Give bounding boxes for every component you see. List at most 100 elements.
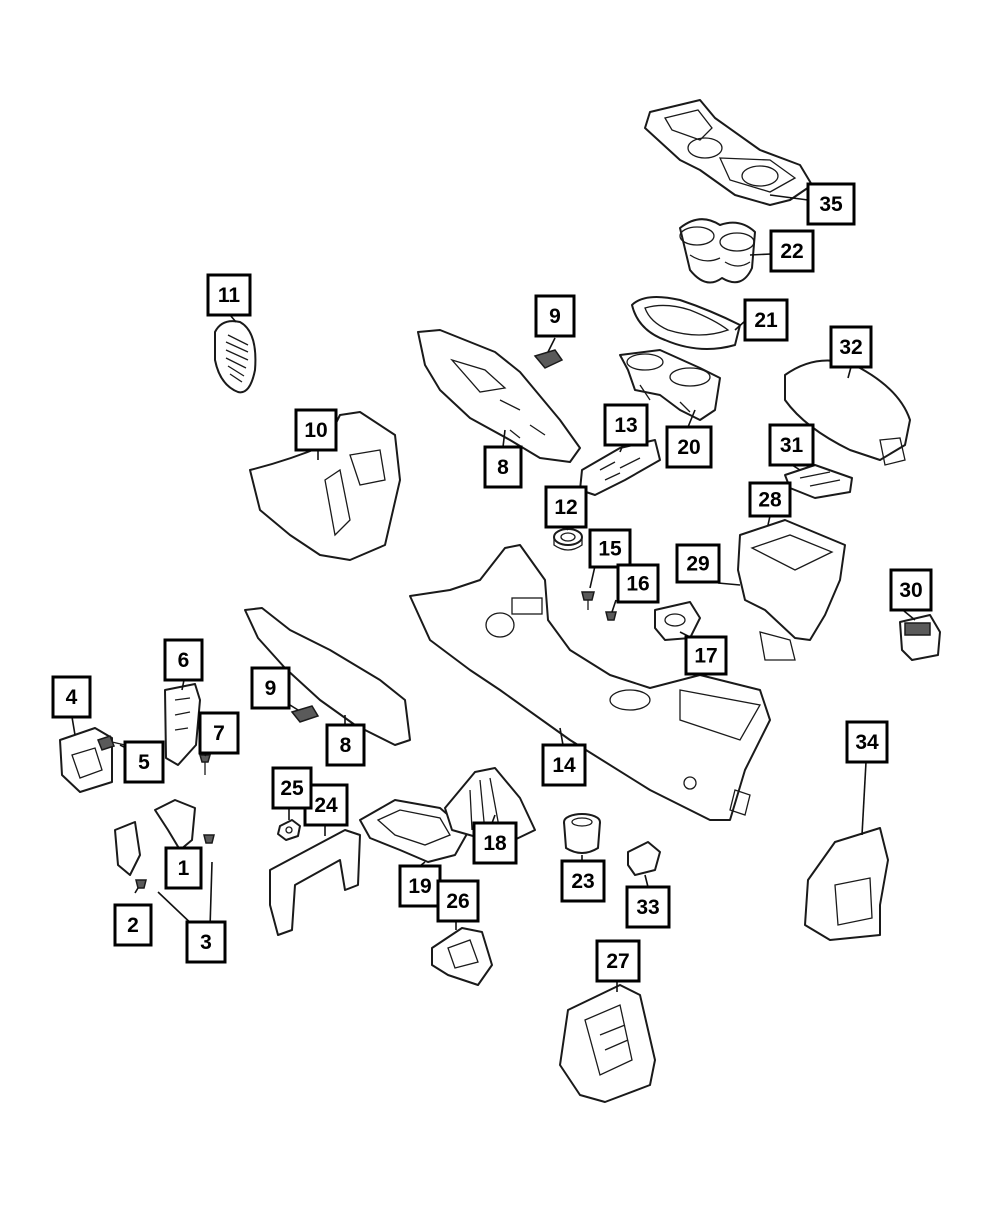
callout-31: 31 xyxy=(768,423,815,467)
callout-label: 7 xyxy=(213,722,225,745)
callout-label: 30 xyxy=(899,579,922,602)
callout-label: 5 xyxy=(138,751,150,774)
part-screws-3 xyxy=(203,834,215,844)
callout-14: 14 xyxy=(541,743,587,787)
callout-label: 3 xyxy=(200,931,212,954)
part-bracket-1 xyxy=(154,799,196,851)
callout-box xyxy=(325,723,366,767)
callout-12: 12 xyxy=(544,485,588,529)
callout-16: 16 xyxy=(616,563,660,604)
part-cup-holder-insert xyxy=(679,218,756,284)
callout-box xyxy=(483,445,523,489)
callout-box xyxy=(588,528,632,569)
callout-box xyxy=(768,423,815,467)
part-bracket-2 xyxy=(114,821,147,889)
callout-label: 22 xyxy=(780,240,803,263)
callout-19: 19 xyxy=(398,864,442,908)
callout-label: 2 xyxy=(127,914,139,937)
part-shifter-base xyxy=(431,927,493,986)
callout-layer: 1234567889910111213141516171819202122232… xyxy=(51,182,933,983)
callout-2: 2 xyxy=(113,903,153,947)
part-clip-upper xyxy=(533,349,564,369)
callout-box xyxy=(51,675,92,719)
callout-1: 1 xyxy=(164,846,203,890)
callout-label: 1 xyxy=(178,857,190,880)
callout-11: 11 xyxy=(206,273,252,317)
callout-box xyxy=(743,298,789,342)
part-knob xyxy=(553,528,583,551)
part-floor-console xyxy=(409,544,771,821)
callout-8: 8 xyxy=(325,723,366,767)
part-cup-holder-base xyxy=(619,349,721,421)
part-bolt-5 xyxy=(97,735,126,751)
callout-9: 9 xyxy=(250,666,291,710)
callout-label: 13 xyxy=(614,414,637,437)
callout-box xyxy=(534,294,576,338)
callout-box xyxy=(123,740,165,784)
callout-box xyxy=(206,273,252,317)
part-side-trim-upper xyxy=(417,329,581,463)
callout-box xyxy=(748,481,792,518)
callout-box xyxy=(294,408,338,452)
callout-label: 14 xyxy=(552,754,576,777)
part-lid-hinge xyxy=(784,464,853,499)
callout-5: 5 xyxy=(123,740,165,784)
callout-label: 9 xyxy=(549,305,561,328)
part-rear-panel xyxy=(804,827,889,941)
callout-box xyxy=(665,425,713,469)
part-cup-adapter xyxy=(563,813,601,854)
callout-10: 10 xyxy=(294,408,338,452)
callout-27: 27 xyxy=(595,939,641,983)
callout-label: 29 xyxy=(686,553,709,576)
part-cup-holder-liner xyxy=(631,295,741,350)
callout-box xyxy=(113,903,153,947)
callout-label: 15 xyxy=(598,538,622,561)
callout-17: 17 xyxy=(684,635,728,676)
callout-box xyxy=(271,766,313,810)
callout-box xyxy=(250,666,291,710)
callout-box xyxy=(185,920,227,964)
part-support-bracket xyxy=(269,829,361,936)
callout-label: 8 xyxy=(497,456,509,479)
callout-label: 31 xyxy=(780,434,804,457)
callout-22: 22 xyxy=(769,229,815,273)
callout-box xyxy=(595,939,641,983)
callout-box xyxy=(544,485,588,529)
callout-33: 33 xyxy=(625,885,671,929)
callout-21: 21 xyxy=(743,298,789,342)
callout-30: 30 xyxy=(889,568,933,612)
callout-box xyxy=(541,743,587,787)
callout-29: 29 xyxy=(675,543,721,584)
part-cap xyxy=(627,841,661,876)
callout-13: 13 xyxy=(603,403,649,447)
callout-label: 12 xyxy=(554,496,577,519)
callout-label: 16 xyxy=(626,573,649,596)
callout-3: 3 xyxy=(185,920,227,964)
part-shifter-bezel xyxy=(359,799,469,863)
callout-28: 28 xyxy=(748,481,792,518)
callout-box xyxy=(769,229,815,273)
callout-18: 18 xyxy=(472,821,518,865)
part-clip-lower xyxy=(290,705,320,723)
part-screws-15-16 xyxy=(581,591,617,621)
callout-label: 25 xyxy=(280,777,304,800)
callout-4: 4 xyxy=(51,675,92,719)
callout-box xyxy=(472,821,518,865)
callout-box xyxy=(436,879,480,923)
part-bracket-6 xyxy=(164,683,201,766)
callout-label: 34 xyxy=(855,731,879,754)
callout-32: 32 xyxy=(829,325,873,369)
callout-box xyxy=(625,885,671,929)
callout-label: 23 xyxy=(571,870,594,893)
callout-label: 9 xyxy=(265,677,277,700)
callout-box xyxy=(675,543,721,584)
part-console-top-bezel xyxy=(644,99,813,206)
callout-label: 17 xyxy=(694,645,717,668)
callout-box xyxy=(889,568,933,612)
callout-6: 6 xyxy=(163,638,204,682)
callout-20: 20 xyxy=(665,425,713,469)
part-shifter-housing xyxy=(559,984,656,1103)
callout-box xyxy=(164,846,203,890)
callout-label: 19 xyxy=(408,875,431,898)
callout-23: 23 xyxy=(560,859,606,903)
